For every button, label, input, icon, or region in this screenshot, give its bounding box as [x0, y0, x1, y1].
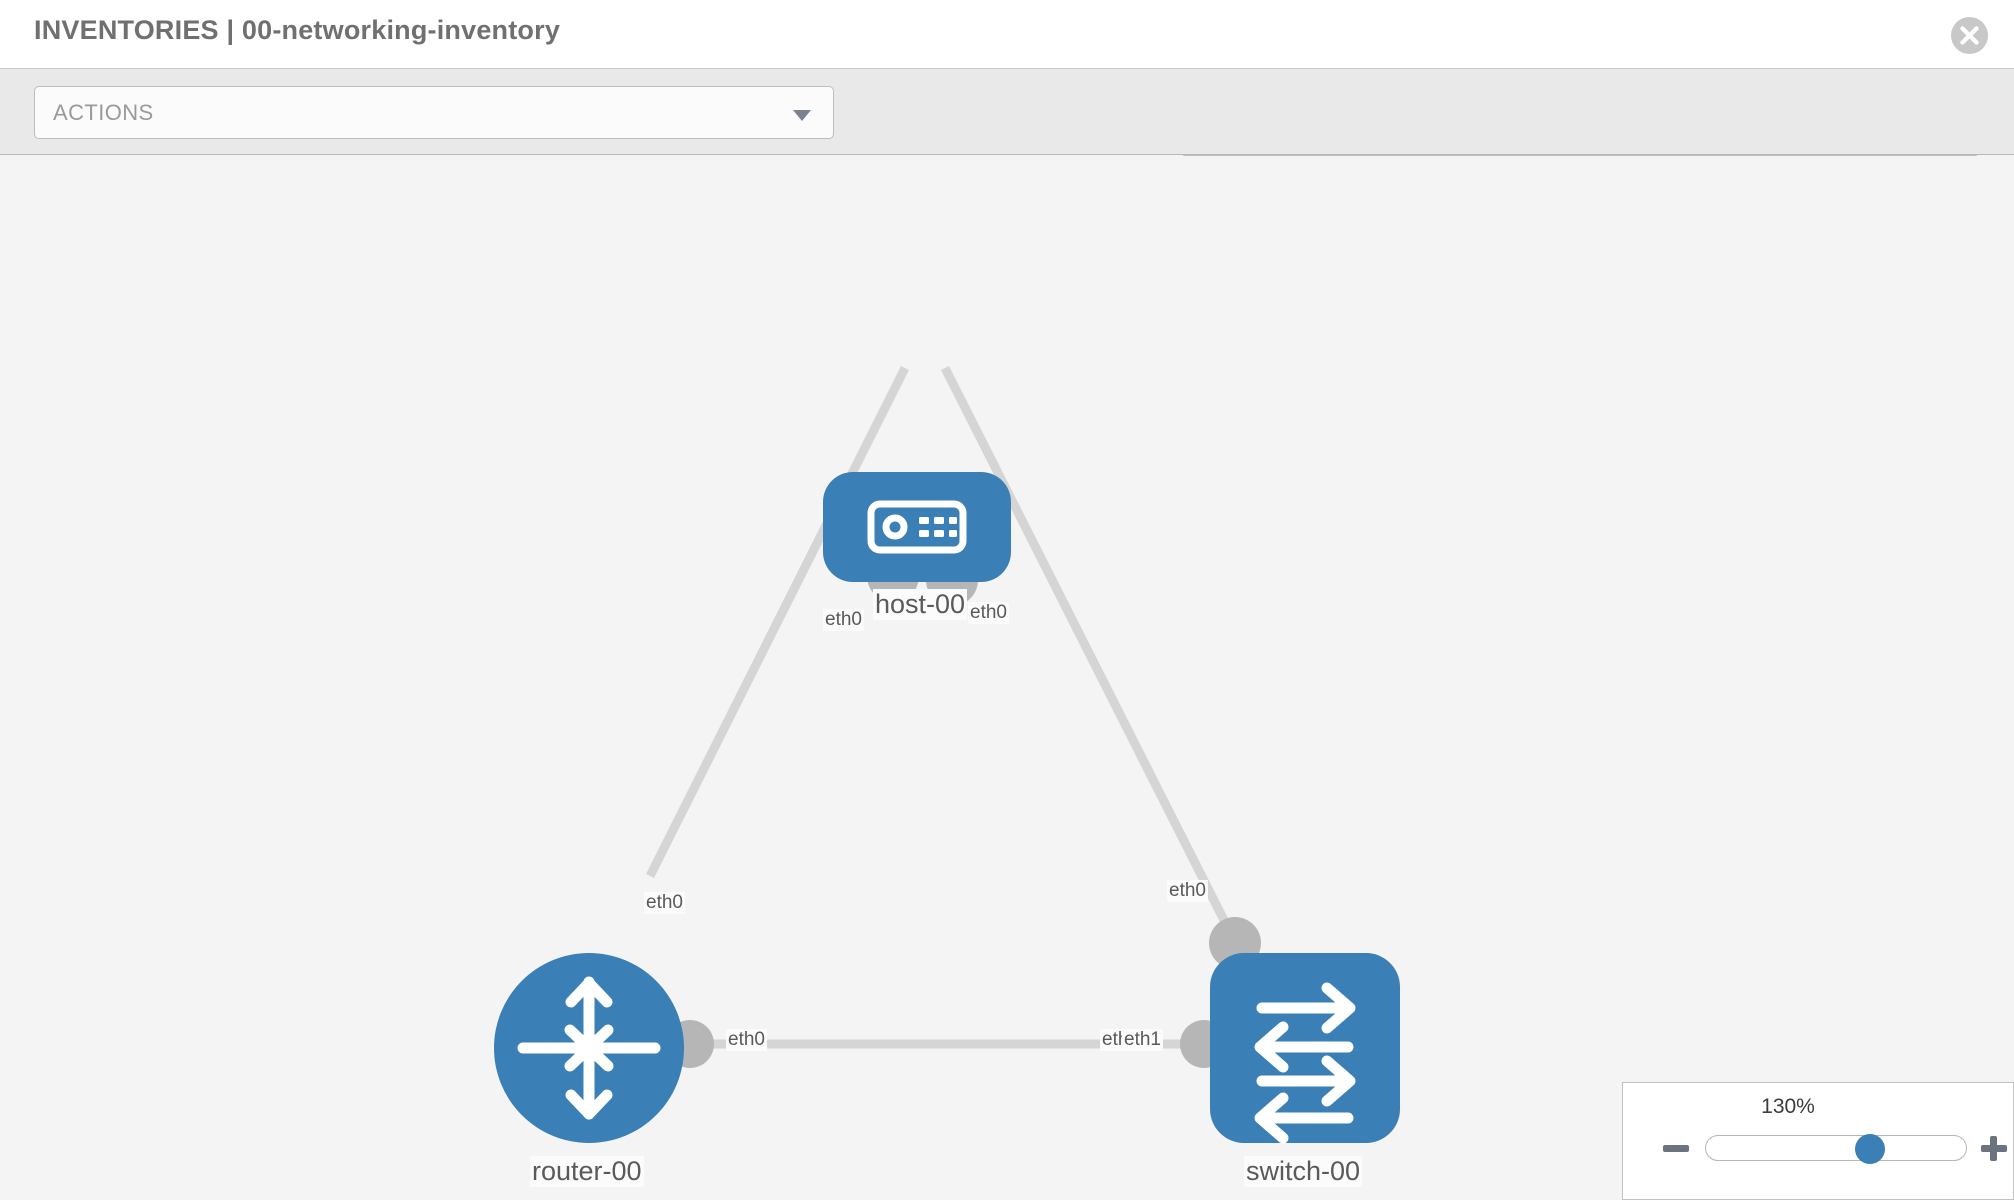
iface-label-router00-up: eth0: [644, 892, 685, 914]
zoom-in-button[interactable]: [1981, 1145, 2007, 1152]
iface-label-switch00-left-b: eth1: [1122, 1029, 1163, 1051]
page-title: INVENTORIES | 00-networking-inventory: [34, 15, 561, 45]
iface-label-host00-right: eth0: [968, 602, 1009, 624]
zoom-out-button[interactable]: [1663, 1145, 1689, 1152]
switch-arrows-icon: [1254, 982, 1356, 1144]
zoom-level-value: 130%: [1761, 1095, 1815, 1118]
node-router-00: [494, 953, 684, 1143]
node-host-00: [823, 472, 1011, 582]
node-label-switch-00: switch-00: [1244, 1156, 1363, 1187]
chevron-down-icon: [793, 110, 811, 121]
iface-label-router00-right: eth0: [726, 1029, 767, 1051]
node-label-router-00: router-00: [530, 1156, 644, 1187]
topology-graph: [494, 365, 1400, 1144]
edge-host00-switch00: [940, 365, 1237, 939]
zoom-slider-track[interactable]: [1705, 1135, 1967, 1161]
actions-dropdown[interactable]: ACTIONS: [34, 86, 834, 139]
iface-label-switch00-up: eth0: [1167, 880, 1208, 902]
server-icon: [867, 500, 967, 554]
title-bar: INVENTORIES | 00-networking-inventory: [0, 0, 2014, 69]
router-arrows-icon: [517, 976, 661, 1120]
actions-dropdown-label: ACTIONS: [53, 100, 154, 125]
iface-label-host00-left: eth0: [823, 609, 864, 631]
edge-host00-router00: [645, 365, 910, 879]
zoom-slider-thumb[interactable]: [1855, 1134, 1885, 1164]
node-label-host-00: host-00: [873, 589, 968, 620]
close-icon[interactable]: [1951, 17, 1988, 54]
zoom-control-panel: 130%: [1622, 1082, 2014, 1200]
topology-canvas[interactable]: host-00 router-00 switch-00 eth0 eth0 et…: [0, 156, 2014, 1200]
topology-edges: [645, 365, 1237, 1049]
node-switch-00: [1210, 953, 1400, 1144]
toolbar: ACTIONS SEARCH: [0, 69, 2014, 208]
